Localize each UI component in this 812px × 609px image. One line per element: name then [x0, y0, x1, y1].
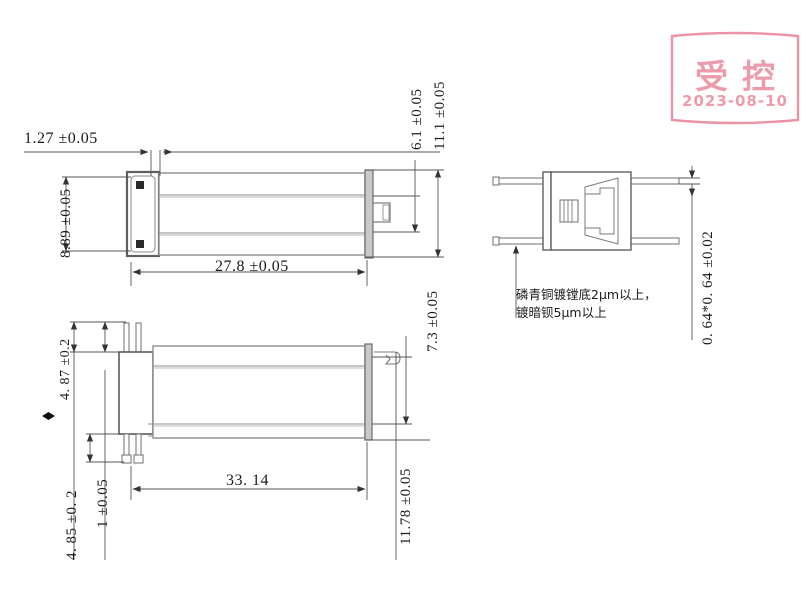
dim-11-1: 11.1 ±0.05: [432, 81, 448, 150]
top-view-dimension-lines: [24, 148, 444, 286]
plating-note-line-1: 磷青铜镀镗底2μm以上，: [516, 287, 657, 302]
dim-1-27: 1.27 ±0.05: [24, 130, 98, 147]
dim-4-85: 4. 85 ±0. 2: [64, 490, 80, 560]
dim-pin-0-64: 0. 64*0. 64 ±0.02: [700, 230, 716, 345]
bottom-view-geometry: [118, 322, 401, 464]
dim-6-1: 6.1 ±0.05: [409, 88, 425, 150]
dim-4-87: 4. 87 ±0.2: [58, 338, 73, 400]
dim-33-14: 33. 14: [226, 472, 269, 489]
dim-8-89: 8.89 ±0.05: [58, 188, 74, 258]
plating-note-line-2: 镀暗钡5μm以上: [516, 305, 607, 320]
dim-11-78: 11.78 ±0.05: [398, 468, 414, 545]
dim-7-3: 7.3 ±0.05: [425, 290, 441, 352]
bottom-view-dimension-lines: [70, 321, 430, 560]
datum-diamond-marker: [42, 412, 55, 420]
right-view-geometry: [492, 171, 680, 251]
dim-1-tol: 1 ±0.05: [95, 478, 111, 528]
right-view-dimension-lines: [512, 166, 700, 340]
dim-27-8: 27.8 ±0.05: [215, 258, 289, 275]
top-view-geometry: [125, 169, 391, 259]
